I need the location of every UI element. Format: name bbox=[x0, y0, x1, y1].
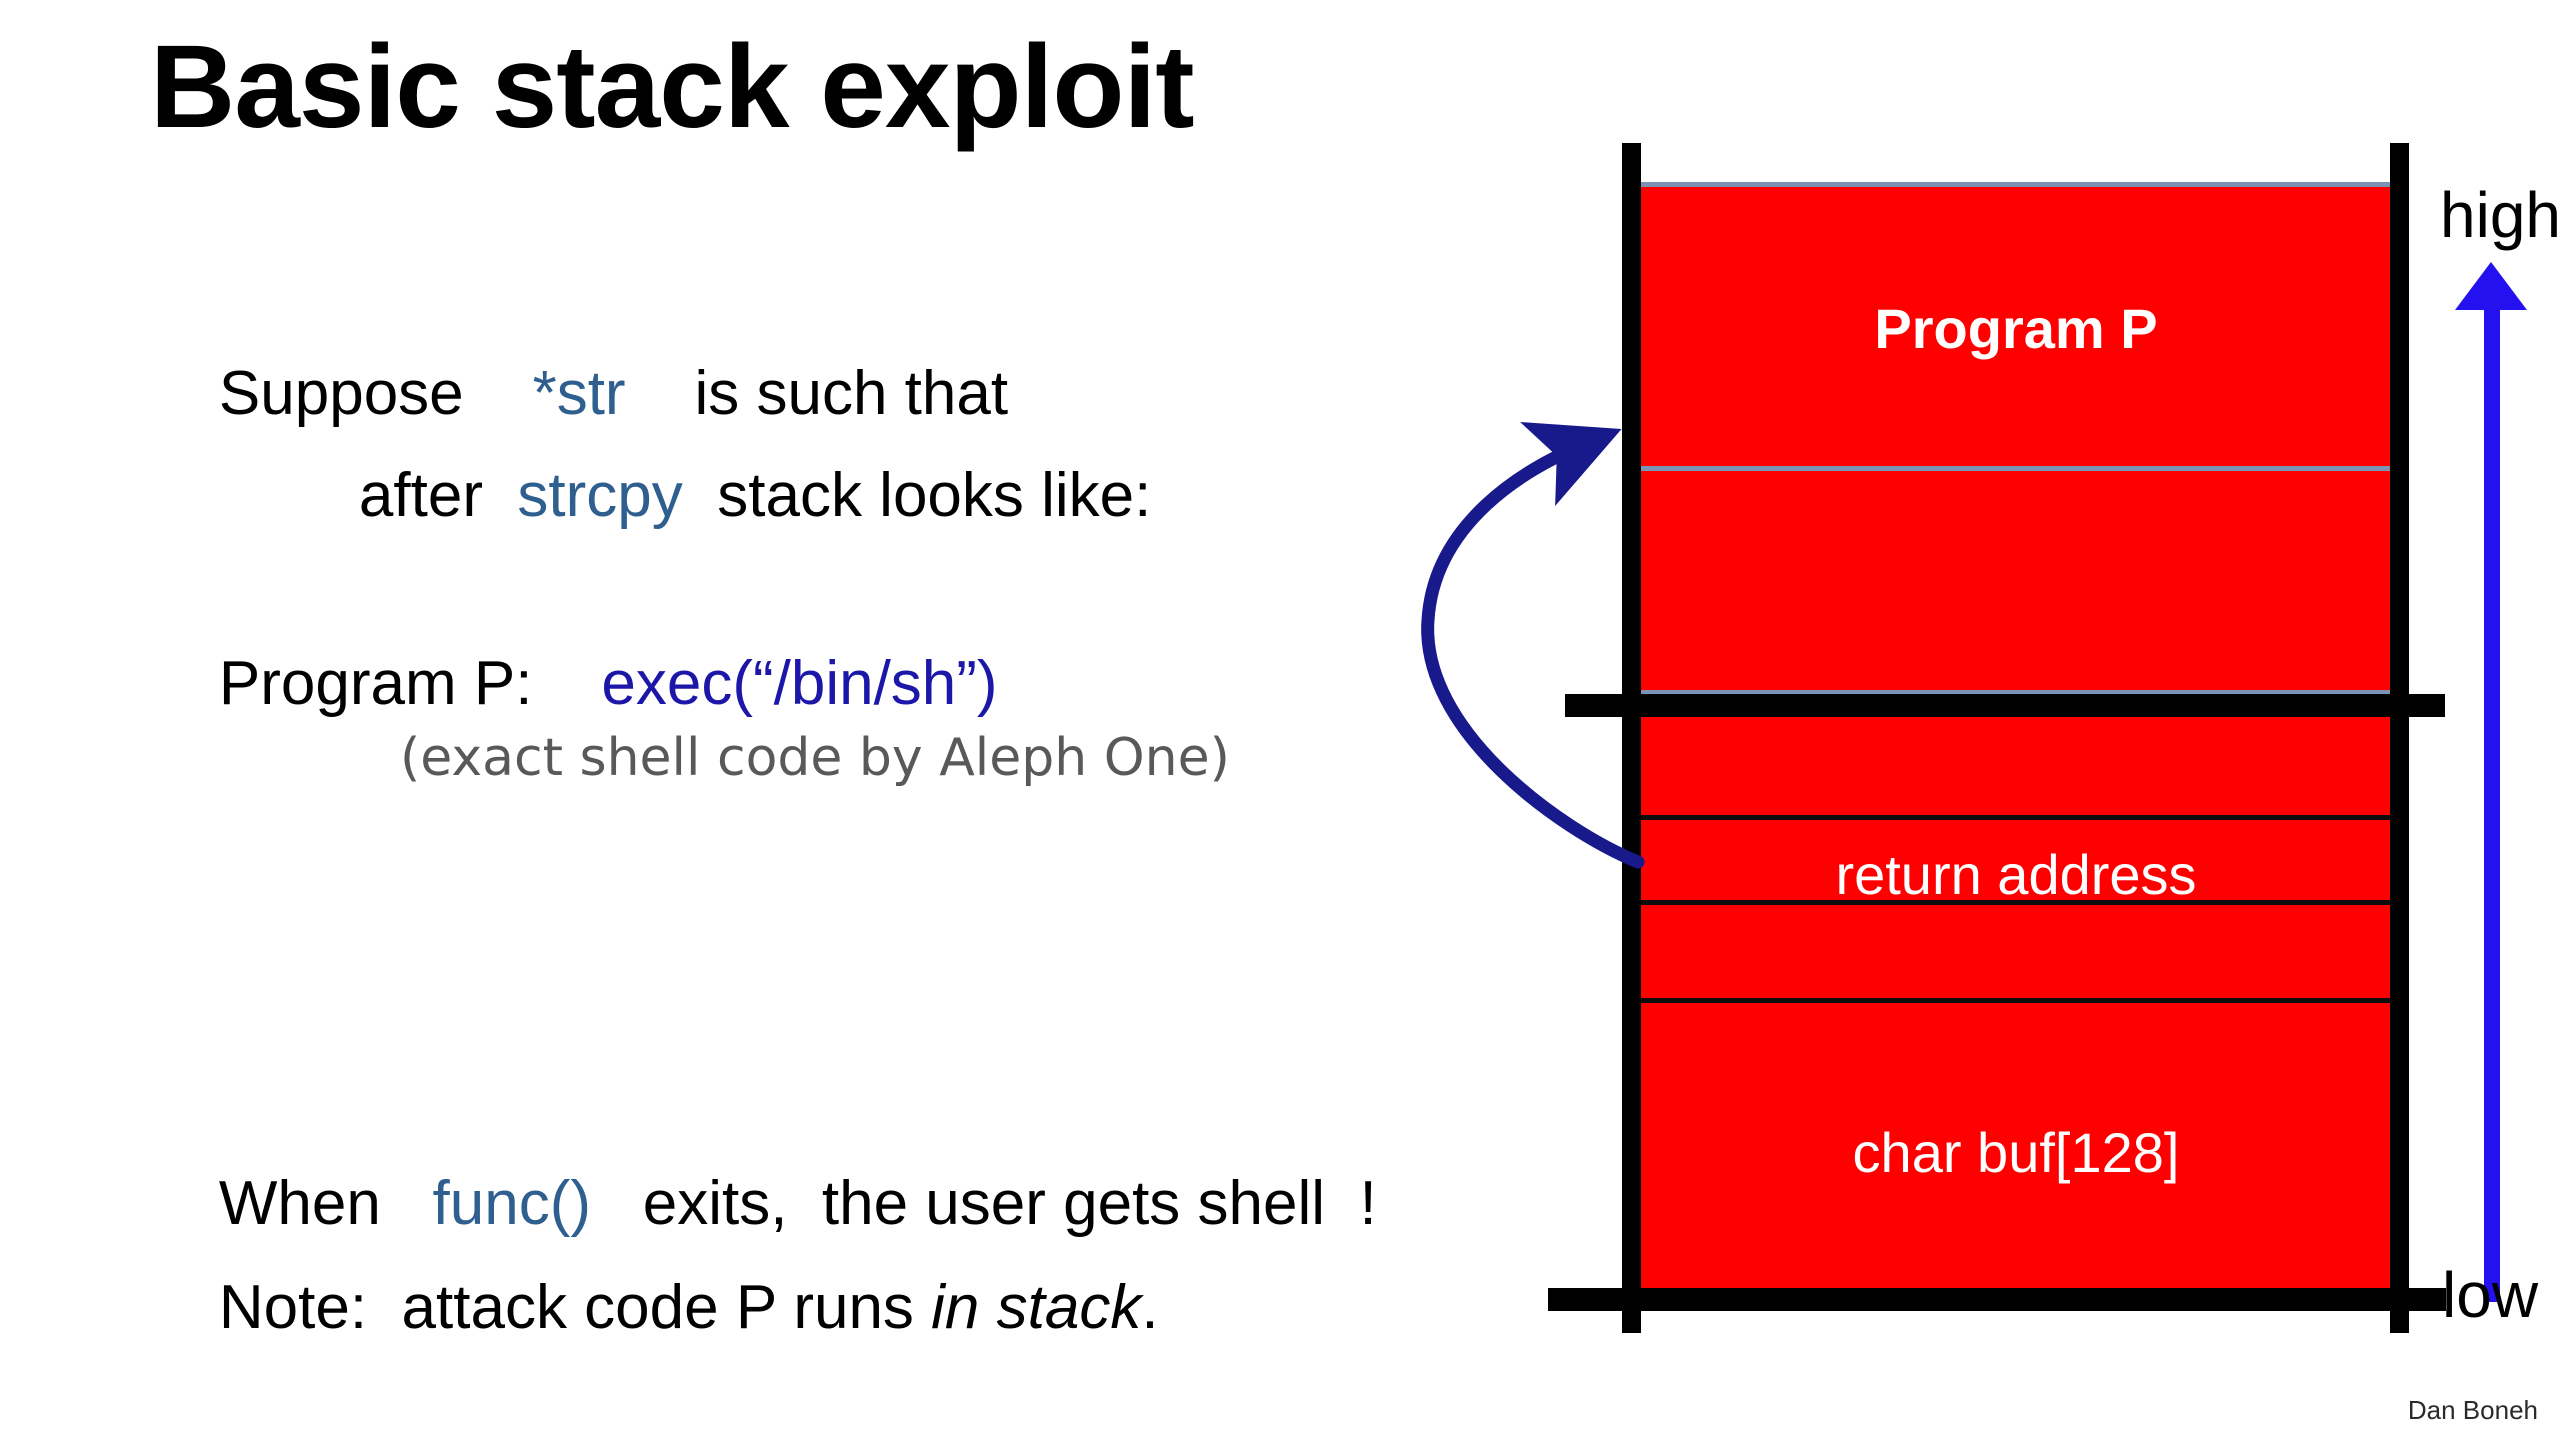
footer-attribution: Dan Boneh bbox=[2407, 1395, 2538, 1425]
stack-label-program-p: Program P bbox=[1874, 297, 2158, 360]
text-line-when-func-exits: When func() exits, the user gets shell ! bbox=[150, 1100, 1377, 1308]
when-suffix: exits, the user gets shell ! bbox=[591, 1169, 1377, 1239]
axis-label-high: high bbox=[2440, 179, 2560, 251]
memory-direction-arrow-shaft bbox=[2484, 290, 2500, 1302]
text-line-after: after strcpy stack looks like: bbox=[290, 392, 1151, 600]
stack-segment-program-p bbox=[1640, 186, 2392, 691]
page-title: Basic stack exploit bbox=[150, 21, 1195, 153]
suppose-prefix: Suppose bbox=[218, 359, 533, 429]
keyword-str: *str bbox=[532, 359, 626, 429]
stack-segment-saved-regs bbox=[1640, 905, 2392, 998]
keyword-strcpy: strcpy bbox=[517, 461, 683, 531]
overflow-arrow bbox=[1421, 422, 1645, 869]
separator-return-top bbox=[1640, 815, 2392, 820]
separator-buffer-top bbox=[1640, 998, 2392, 1003]
text-line-suppose: Suppose *str is such that bbox=[150, 290, 1008, 498]
note-suffix: . bbox=[1141, 1273, 1159, 1343]
keyword-exec-binsh: exec(“/bin/sh”) bbox=[601, 649, 998, 719]
when-prefix: When bbox=[218, 1169, 433, 1239]
stack-right-border bbox=[2390, 143, 2409, 1333]
note-prefix: Note: attack code P runs bbox=[218, 1273, 932, 1343]
separator-above-mid-bar bbox=[1640, 690, 2392, 695]
stack-segment-return-address bbox=[1640, 820, 2392, 900]
stack-segment-saved-frame bbox=[1640, 717, 2392, 815]
text-line-aleph-one-note: (exact shell code by Aleph One) bbox=[400, 728, 1230, 788]
program-p-prefix: Program P: bbox=[218, 649, 602, 719]
keyword-func: func() bbox=[432, 1169, 592, 1239]
text-line-note-attack-code: Note: attack code P runs in stack. bbox=[150, 1204, 1159, 1412]
stack-segment-buffer bbox=[1640, 1003, 2392, 1290]
stack-bottom-bar bbox=[1548, 1288, 2446, 1311]
axis-label-low: low bbox=[2442, 1259, 2539, 1331]
after-suffix: stack looks like: bbox=[682, 461, 1152, 531]
stack-label-char-buf: char buf[128] bbox=[1852, 1121, 2180, 1184]
separator-program-p-lower bbox=[1640, 466, 2392, 471]
note-emphasis-in-stack: in stack bbox=[931, 1273, 1142, 1343]
after-prefix: after bbox=[358, 461, 518, 531]
separator-return-bottom bbox=[1640, 900, 2392, 905]
separator-top-blue bbox=[1640, 182, 2392, 187]
suppose-suffix: is such that bbox=[625, 359, 1009, 429]
stack-label-return-address: return address bbox=[1835, 843, 2197, 906]
text-line-program-p: Program P: exec(“/bin/sh”) bbox=[150, 580, 998, 788]
